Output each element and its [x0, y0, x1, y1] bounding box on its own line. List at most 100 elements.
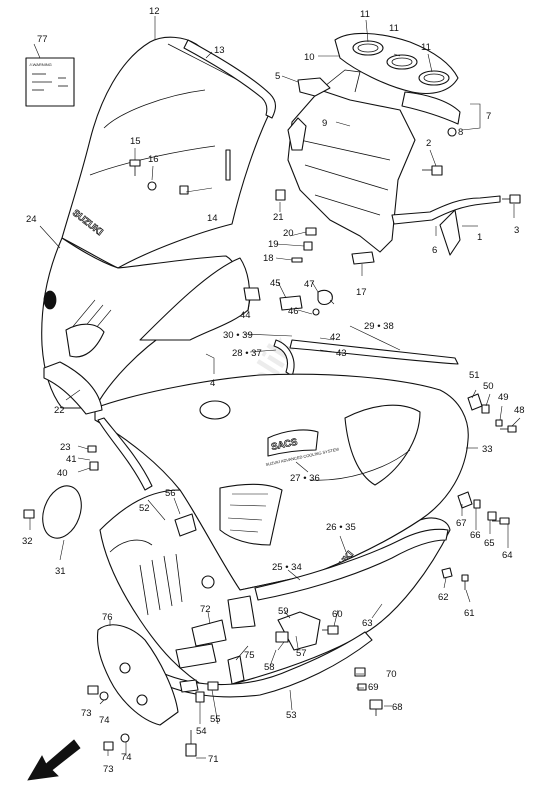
- label-20: 20: [283, 228, 294, 239]
- label-53: 53: [286, 710, 297, 721]
- label-5: 5: [275, 71, 280, 82]
- label-49: 49: [498, 392, 509, 403]
- label-41: 41: [66, 454, 77, 465]
- leader-lines: [29, 16, 521, 759]
- under-cowling: [157, 631, 373, 698]
- label-19: 19: [268, 239, 279, 250]
- label-75: 75: [244, 650, 255, 661]
- label-73a: 73: [81, 708, 92, 719]
- label-59: 59: [278, 606, 289, 617]
- label-32: 32: [22, 536, 33, 547]
- label-18: 18: [263, 253, 274, 264]
- label-16: 16: [148, 154, 159, 165]
- bracket-7: [401, 91, 461, 125]
- lower-cowling: [99, 489, 451, 691]
- bracket-5: [297, 77, 331, 97]
- label-72: 72: [200, 604, 211, 615]
- label-17: 17: [356, 287, 367, 298]
- label-29-38: 29 • 38: [364, 321, 394, 332]
- label-70: 70: [386, 669, 397, 680]
- label-6: 6: [432, 245, 437, 256]
- bottom-bolts: [87, 685, 197, 757]
- label-11a: 11: [360, 9, 370, 20]
- trim-28: [273, 339, 295, 377]
- label-71: 71: [208, 754, 219, 765]
- label-46: 46: [288, 306, 299, 317]
- label-42: 42: [330, 332, 341, 343]
- label-11c: 11: [421, 42, 431, 53]
- label-51: 51: [469, 370, 480, 381]
- label-74b: 74: [121, 752, 132, 763]
- label-69: 69: [368, 682, 379, 693]
- label-22: 22: [54, 405, 65, 416]
- label-33: 33: [482, 444, 493, 455]
- label-15: 15: [130, 136, 141, 147]
- windscreen-trim: [183, 39, 277, 119]
- label-52: 52: [139, 503, 150, 514]
- label-61: 61: [464, 608, 475, 619]
- label-50: 50: [483, 381, 494, 392]
- label-77: 77: [37, 34, 48, 45]
- label-56: 56: [165, 488, 176, 499]
- warning-label: ⚠WARNING: [25, 57, 75, 107]
- label-64: 64: [502, 550, 513, 561]
- label-45: 45: [270, 278, 281, 289]
- label-60: 60: [332, 609, 343, 620]
- label-24: 24: [26, 214, 37, 225]
- label-62: 62: [438, 592, 449, 603]
- meter-panel: [334, 32, 459, 95]
- bracket-56: [174, 513, 197, 537]
- label-7: 7: [486, 111, 491, 122]
- screen-fixings: [129, 149, 375, 265]
- label-73b: 73: [103, 764, 114, 775]
- upper-cowling: [41, 237, 240, 409]
- label-47: 47: [304, 279, 315, 290]
- label-28-37: 28 • 37: [232, 348, 262, 359]
- label-66: 66: [470, 530, 481, 541]
- warning-label-text: ⚠WARNING: [29, 62, 52, 67]
- label-57: 57: [296, 648, 307, 659]
- inner-panel: [139, 257, 251, 341]
- clips-44-47: [243, 287, 333, 316]
- bolt-2: [422, 165, 443, 176]
- label-21: 21: [273, 212, 284, 223]
- label-8: 8: [458, 127, 463, 138]
- label-74a: 74: [99, 715, 110, 726]
- label-65: 65: [484, 538, 495, 549]
- label-58: 58: [264, 662, 275, 673]
- label-44: 44: [240, 310, 251, 321]
- label-12: 12: [149, 6, 160, 17]
- label-25-34: 25 • 34: [272, 562, 302, 573]
- label-30-39: 30 • 39: [223, 330, 253, 341]
- label-2: 2: [426, 138, 431, 149]
- left-parts: [23, 361, 153, 539]
- label-1: 1: [477, 232, 482, 243]
- label-23: 23: [60, 442, 71, 453]
- arrow-down-left-icon: [27, 739, 81, 781]
- bolt-3: [502, 194, 521, 204]
- label-10: 10: [304, 52, 315, 63]
- label-27-36: 27 • 36: [290, 473, 320, 484]
- label-68: 68: [392, 702, 403, 713]
- label-9: 9: [322, 118, 327, 129]
- label-43: 43: [336, 348, 347, 359]
- label-67: 67: [456, 518, 467, 529]
- part-labels: 12 13 77 11 11 11 10 5 7 8 9 2 15 16 14 …: [22, 6, 525, 775]
- center-trim-strip: [289, 339, 459, 365]
- side-cowling: SACS SUZUKI ADVANCED COOLING SYSTEM: [94, 373, 469, 591]
- label-13: 13: [214, 45, 225, 56]
- label-54: 54: [196, 726, 207, 737]
- label-55: 55: [210, 714, 221, 725]
- label-3: 3: [514, 225, 519, 236]
- label-11b: 11: [389, 23, 399, 34]
- label-4: 4: [210, 378, 215, 389]
- label-26-35: 26 • 35: [326, 522, 356, 533]
- label-31: 31: [55, 566, 66, 577]
- label-76: 76: [102, 612, 113, 623]
- label-14: 14: [207, 213, 218, 224]
- right-fasteners: [322, 393, 517, 716]
- label-40: 40: [57, 468, 68, 479]
- fairing-brace: [287, 69, 501, 256]
- label-48: 48: [514, 405, 525, 416]
